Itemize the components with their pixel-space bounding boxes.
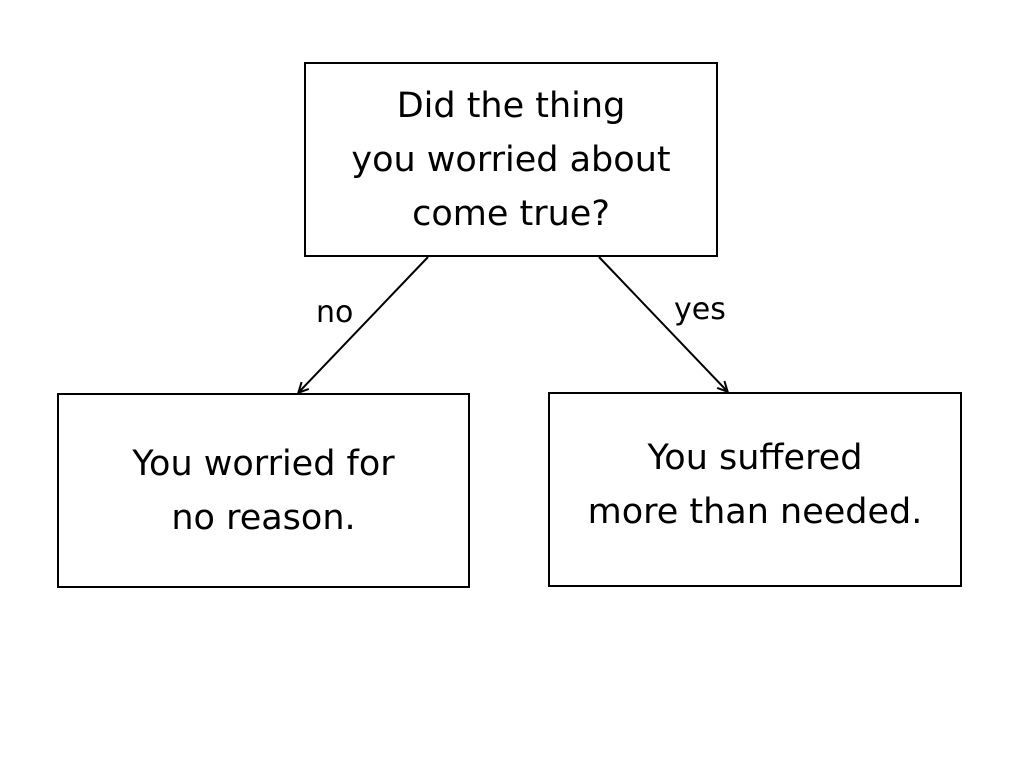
question-line-2: you worried about: [351, 139, 671, 180]
outcome-yes-line-2: more than needed.: [587, 491, 923, 532]
question-line-3: come true?: [412, 193, 610, 234]
edge-label-yes: yes: [674, 292, 726, 327]
edge-label-no: no: [316, 295, 354, 330]
question-node: Did the thing you worried about come tru…: [304, 62, 718, 257]
outcome-no-line-1: You worried for: [132, 443, 395, 484]
outcome-yes-line-1: You suffered: [647, 437, 863, 478]
outcome-no-line-2: no reason.: [171, 497, 356, 538]
outcome-no-node: You worried for no reason.: [57, 393, 470, 588]
question-line-1: Did the thing: [396, 85, 626, 126]
outcome-yes-node: You suffered more than needed.: [548, 392, 962, 587]
